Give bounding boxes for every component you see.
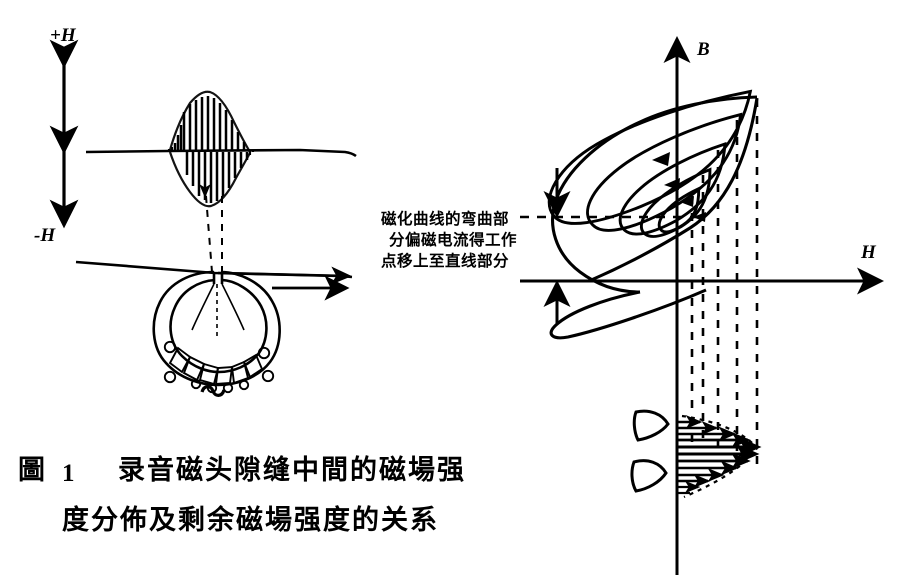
caption-line-2: 度分佈及剩余磁場强度的关系 <box>62 505 439 536</box>
head-field-lines <box>191 283 245 340</box>
hf-waveform <box>167 90 255 208</box>
annotation-line-2: 分偏磁电流得工作 <box>389 231 518 249</box>
head-inner-aperture <box>169 278 268 374</box>
left-baseline <box>85 148 357 158</box>
remanence-arrow-profile <box>678 414 762 499</box>
tape-path <box>75 260 353 301</box>
remanence-projection-dashes <box>690 99 759 470</box>
head-coil-windings <box>163 340 275 394</box>
loop-direction-arrows <box>652 152 706 222</box>
loop-2 <box>639 167 712 238</box>
hysteresis-loops <box>547 89 753 238</box>
caption-number: 1 <box>62 460 75 487</box>
left-diagram-group <box>49 39 357 397</box>
tape-segment-crescents <box>630 409 670 493</box>
b-axis-label: B <box>697 39 710 60</box>
right-diagram-group <box>520 36 884 575</box>
loop-4 <box>586 112 743 232</box>
head-gap <box>212 272 224 284</box>
ac-source-symbol <box>200 385 226 397</box>
caption-line-1: 录音磁头隙缝中間的磁場强 <box>118 455 466 486</box>
left-axis-minus-h-label: -H <box>34 225 56 246</box>
h-axis-label: H <box>861 242 876 263</box>
caption-label-prefix: 圖 <box>18 455 47 486</box>
annotation-line-3: 点移上至直线部分 <box>381 252 510 270</box>
head-outer-core <box>152 270 281 387</box>
left-projection-dashes <box>205 195 223 273</box>
left-axis-plus-h-label: +H <box>50 25 76 46</box>
annotation-line-1: 磁化曲线的弯曲部 <box>381 210 510 228</box>
